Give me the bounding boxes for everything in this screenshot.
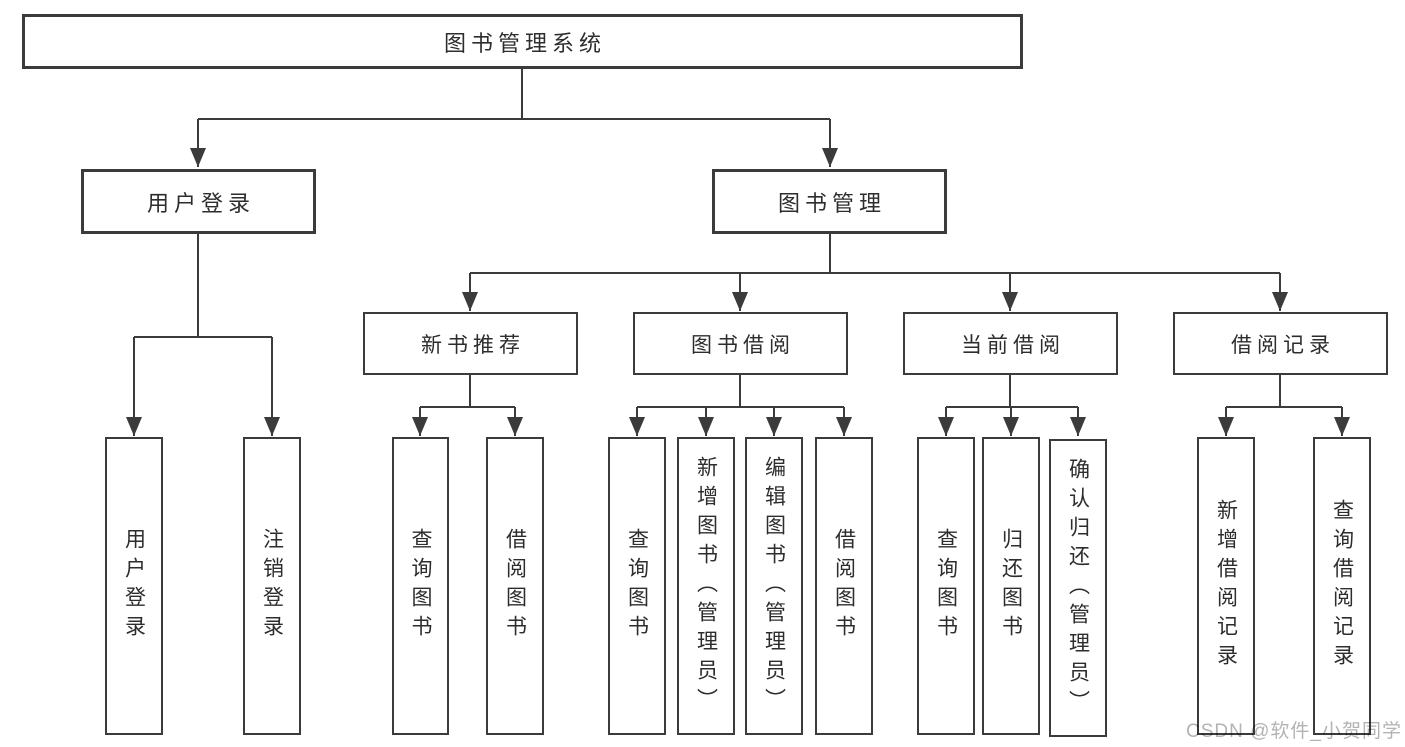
node-new-book-recommend: 新书推荐 <box>363 312 578 375</box>
connector-new-book-fork <box>420 375 515 408</box>
node-current-borrow: 当前借阅 <box>903 312 1118 375</box>
leaf-user-login: 用户登录 <box>105 437 163 735</box>
leaf-return-book: 归还图书 <box>982 437 1040 735</box>
connector-current-borrow-fork <box>946 375 1078 408</box>
leaf-borrow-book-1: 借阅图书 <box>486 437 544 735</box>
leaf-add-book-admin: 新增图书（管理员） <box>677 437 735 735</box>
leaf-query-book-3: 查询图书 <box>917 437 975 735</box>
leaf-query-book-1: 查询图书 <box>392 437 449 735</box>
leaf-borrow-book-2: 借阅图书 <box>815 437 873 735</box>
connector-root-fork <box>198 69 830 120</box>
connector-user-login-fork <box>134 234 272 338</box>
connector-borrow-records-fork <box>1226 375 1342 408</box>
leaf-logout: 注销登录 <box>243 437 301 735</box>
leaf-add-borrow-record: 新增借阅记录 <box>1197 437 1255 735</box>
connector-book-management-fork <box>470 234 1280 274</box>
node-book-management: 图书管理 <box>712 169 947 234</box>
csdn-watermark: CSDN @软件_小贺同学 <box>1186 721 1402 742</box>
node-borrow-records: 借阅记录 <box>1173 312 1388 375</box>
node-user-login: 用户登录 <box>81 169 316 234</box>
node-library-management-system: 图书管理系统 <box>22 14 1023 69</box>
leaf-query-borrow-record: 查询借阅记录 <box>1313 437 1371 735</box>
node-book-borrow: 图书借阅 <box>633 312 848 375</box>
connector-book-borrow-fork <box>637 375 844 408</box>
leaf-query-book-2: 查询图书 <box>608 437 666 735</box>
leaf-confirm-return-admin: 确认归还（管理员） <box>1049 439 1107 737</box>
leaf-edit-book-admin: 编辑图书（管理员） <box>745 437 803 735</box>
